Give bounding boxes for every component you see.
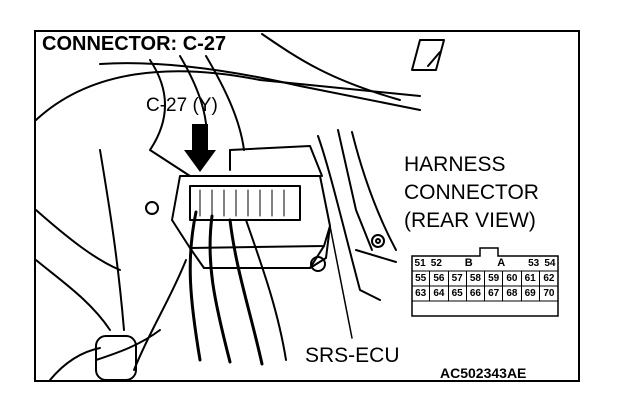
connector-pin: 52: [430, 258, 442, 269]
connector-pin: 60: [503, 271, 522, 286]
connector-pin: 64: [430, 286, 449, 301]
connector-pin: 70: [543, 288, 555, 299]
connector-pin: 53: [528, 258, 540, 269]
connector-pin: 62: [543, 273, 555, 284]
connector-pin: 59: [485, 271, 504, 286]
connector-callout: C-27 (Y): [146, 95, 218, 116]
console-right: [317, 135, 381, 301]
connector-pin: 57: [449, 271, 467, 286]
connector-pin: 51: [414, 258, 426, 269]
connector-pin: 66: [467, 286, 485, 301]
arrow-down: [184, 124, 216, 172]
connector-pin: 68: [503, 286, 522, 301]
wire-harness: [188, 210, 202, 362]
connector-pin: 54: [544, 258, 556, 269]
harness-label-line2: CONNECTOR: [404, 181, 539, 204]
connector-pin: 69: [522, 286, 540, 301]
connector-pin: 63: [412, 286, 431, 301]
connector-pin: 61: [522, 271, 540, 286]
knob: [95, 335, 137, 381]
connector-pin: 56: [430, 271, 449, 286]
harness-label-line1: HARNESS: [404, 153, 506, 176]
connector-pin: A: [497, 257, 506, 269]
figure-code: AC502343AE: [440, 365, 527, 381]
connector-pin: B: [464, 257, 473, 269]
ecu-leader: [329, 225, 353, 339]
console-left: [99, 149, 125, 331]
connector-pin: 55: [412, 271, 431, 286]
connector-pin: 58: [467, 271, 485, 286]
ecu-label: SRS-ECU: [305, 344, 400, 367]
connector-diagram: [411, 247, 559, 317]
dash-outline: [35, 70, 421, 121]
connector-pin: 67: [485, 286, 504, 301]
connector-title: CONNECTOR: C-27: [42, 33, 227, 55]
bolt-right: [371, 234, 385, 248]
figure-frame: [34, 30, 580, 382]
harness-label-line3: (REAR VIEW): [404, 209, 536, 232]
connector-pin: 65: [449, 286, 467, 301]
